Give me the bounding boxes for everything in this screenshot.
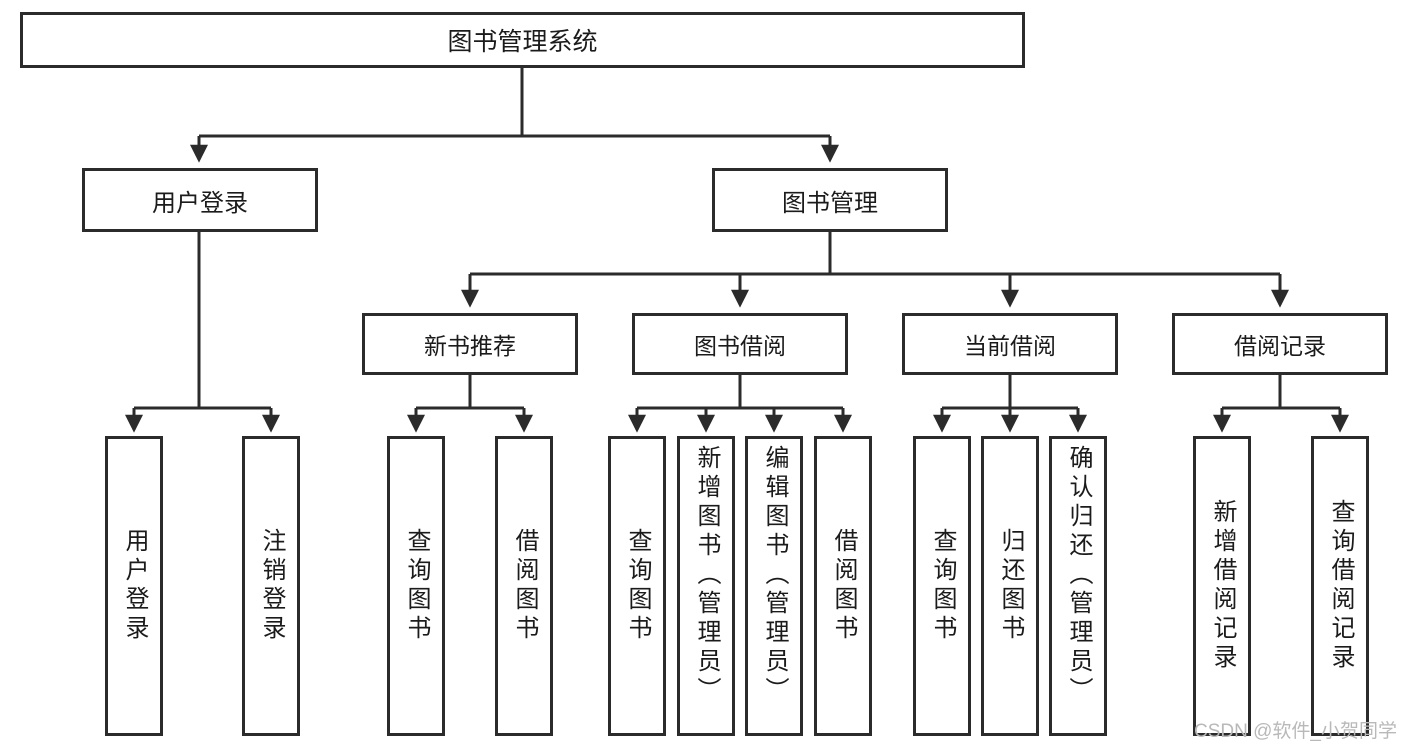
node-leaf-borrow-book-1[interactable]: 借阅图书 <box>495 436 553 736</box>
node-leaf-return-book[interactable]: 归还图书 <box>981 436 1039 736</box>
node-leaf-borrow-book-1-label: 借阅图书 <box>511 528 538 644</box>
node-leaf-add-record[interactable]: 新增借阅记录 <box>1193 436 1251 736</box>
node-leaf-confirm-return-label: 确认归还（管理员） <box>1065 445 1092 706</box>
node-leaf-add-book-label: 新增图书（管理员） <box>693 445 720 706</box>
node-leaf-edit-book-label: 编辑图书（管理员） <box>761 445 788 706</box>
node-borrow-record[interactable]: 借阅记录 <box>1172 313 1388 375</box>
node-leaf-query-book-3[interactable]: 查询图书 <box>913 436 971 736</box>
node-user-login[interactable]: 用户登录 <box>82 168 318 232</box>
node-leaf-query-book-1[interactable]: 查询图书 <box>387 436 445 736</box>
node-leaf-query-book-3-label: 查询图书 <box>929 528 956 644</box>
node-leaf-return-book-label: 归还图书 <box>997 528 1024 644</box>
node-leaf-query-record[interactable]: 查询借阅记录 <box>1311 436 1369 736</box>
node-leaf-user-login[interactable]: 用户登录 <box>105 436 163 736</box>
node-current-borrow-label: 当前借阅 <box>964 333 1056 359</box>
watermark: CSDN @软件_小贺同学 <box>1194 721 1397 742</box>
node-leaf-add-record-label: 新增借阅记录 <box>1209 499 1236 673</box>
node-leaf-user-logout[interactable]: 注销登录 <box>242 436 300 736</box>
node-leaf-edit-book[interactable]: 编辑图书（管理员） <box>745 436 803 736</box>
node-leaf-user-login-label: 用户登录 <box>121 528 148 644</box>
node-new-book-recommend-label: 新书推荐 <box>424 333 516 359</box>
node-current-borrow[interactable]: 当前借阅 <box>902 313 1118 375</box>
node-book-borrow-label: 图书借阅 <box>694 333 786 359</box>
node-leaf-query-book-2[interactable]: 查询图书 <box>608 436 666 736</box>
node-leaf-add-book[interactable]: 新增图书（管理员） <box>677 436 735 736</box>
node-leaf-query-book-1-label: 查询图书 <box>403 528 430 644</box>
node-book-management[interactable]: 图书管理 <box>712 168 948 232</box>
node-leaf-confirm-return[interactable]: 确认归还（管理员） <box>1049 436 1107 736</box>
node-leaf-user-logout-label: 注销登录 <box>258 528 285 644</box>
node-book-management-label: 图书管理 <box>782 189 878 217</box>
node-leaf-query-book-2-label: 查询图书 <box>624 528 651 644</box>
node-leaf-borrow-book-2-label: 借阅图书 <box>830 528 857 644</box>
node-new-book-recommend[interactable]: 新书推荐 <box>362 313 578 375</box>
node-user-login-label: 用户登录 <box>152 189 248 217</box>
node-borrow-record-label: 借阅记录 <box>1234 333 1326 359</box>
node-leaf-query-record-label: 查询借阅记录 <box>1327 499 1354 673</box>
node-book-borrow[interactable]: 图书借阅 <box>632 313 848 375</box>
node-root-label: 图书管理系统 <box>447 28 598 56</box>
node-leaf-borrow-book-2[interactable]: 借阅图书 <box>814 436 872 736</box>
node-root[interactable]: 图书管理系统 <box>20 12 1025 68</box>
